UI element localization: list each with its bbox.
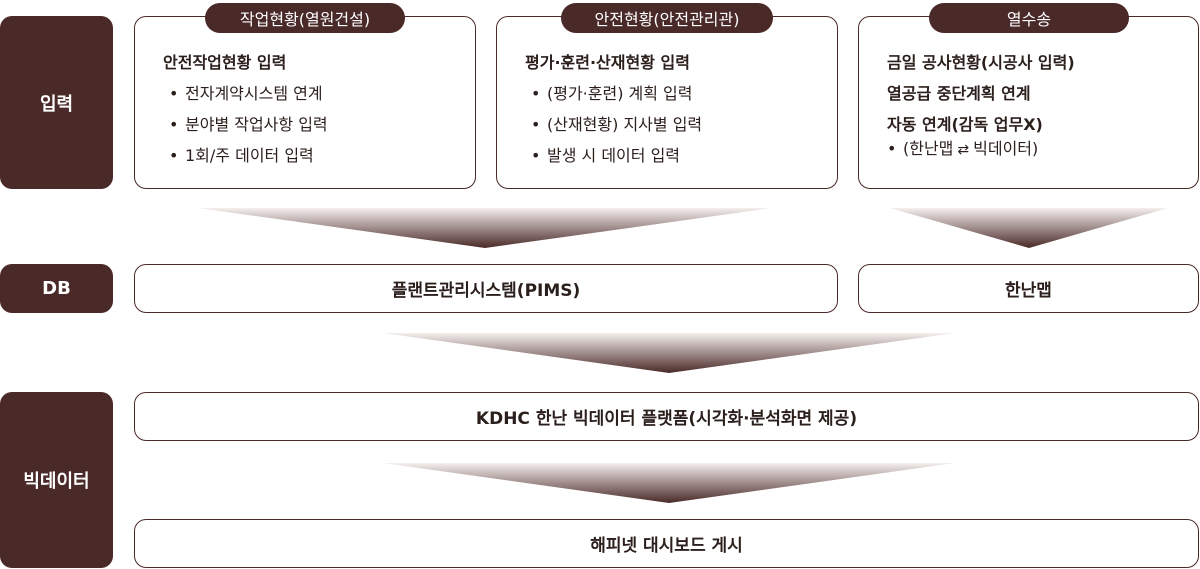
card-bullet: • 발생 시 데이터 입력 [525,144,827,168]
funnel-arrow-to-dashboard [383,463,955,503]
side-label-db-text: DB [42,278,71,299]
card-title: 안전작업현황 입력 [163,53,287,72]
card-bullet-text: 전자계약시스템 연계 [185,84,323,103]
bullet-dot-icon: • [531,115,541,134]
card-tab-label: 열수송 [1006,10,1052,29]
card-bullet: • 전자계약시스템 연계 [163,82,465,106]
side-label-bigdata: 빅데이터 [0,392,113,568]
card-title: 평가·훈련·산재현황 입력 [525,53,690,72]
bullet-dot-icon: • [169,146,179,165]
card-bullet: • (평가·훈련) 계획 입력 [525,82,827,106]
card-line: 금일 공사현황(시공사 입력) [887,53,1075,72]
card-line: 열공급 중단계획 연계 [887,84,1031,103]
card-bullet-text-left: (한난맵 [903,139,954,158]
card-tab-label: 안전현황(안전관리관) [594,10,740,29]
funnel-arrow-to-pims [198,208,772,248]
card-bullet: • (한난맵⇄빅데이터) [887,137,1188,162]
card-tab-work-status: 작업현황(열원건설) [205,3,405,33]
db-pims-box: 플랜트관리시스템(PIMS) [134,264,838,313]
sync-arrows-icon: ⇄ [957,142,970,158]
bigdata-platform-label: KDHC 한난 빅데이터 플랫폼(시각화·분석화면 제공) [475,409,858,429]
dashboard-label: 해피넷 대시보드 게시 [590,536,743,556]
card-bullet: • (산재현황) 지사별 입력 [525,113,827,137]
funnel-arrow-to-bigdata [383,333,955,373]
db-pims-label: 플랜트관리시스템(PIMS) [391,281,581,301]
card-bullet-text: 분야별 작업사항 입력 [185,115,328,134]
dashboard-box: 해피넷 대시보드 게시 [134,519,1199,568]
card-tab-heat-transport: 열수송 [929,3,1129,33]
side-label-db: DB [0,264,113,313]
card-bullet: • 1회/주 데이터 입력 [163,144,465,168]
side-label-bigdata-text: 빅데이터 [23,471,90,492]
funnel-arrow-to-hannanmap [890,208,1168,248]
input-card-work-status: 작업현황(열원건설) 안전작업현황 입력 • 전자계약시스템 연계 • 분야별 작업… [134,3,476,189]
card-bullet-text: 발생 시 데이터 입력 [547,146,681,165]
db-hannanmap-box: 한난맵 [858,264,1199,313]
card-bullet: • 분야별 작업사항 입력 [163,113,465,137]
side-label-input-text: 입력 [39,93,74,115]
bullet-dot-icon: • [887,139,897,158]
bullet-dot-icon: • [531,146,541,165]
card-line: 자동 연계(감독 업무X) [887,115,1043,134]
input-card-safety-status: 안전현황(안전관리관) 평가·훈련·산재현황 입력 • (평가·훈련) 계획 입력… [496,3,838,189]
db-hannanmap-label: 한난맵 [1005,281,1052,301]
bullet-dot-icon: • [169,115,179,134]
card-bullet-text-right: 빅데이터) [973,139,1039,158]
card-bullet-text: (평가·훈련) 계획 입력 [547,84,693,103]
bullet-dot-icon: • [531,84,541,103]
side-label-input: 입력 [0,16,113,189]
input-card-heat-transport: 열수송 금일 공사현황(시공사 입력) 열공급 중단계획 연계 자동 연계(감독… [858,3,1199,189]
card-tab-safety-status: 안전현황(안전관리관) [561,3,773,33]
bigdata-platform-box: KDHC 한난 빅데이터 플랫폼(시각화·분석화면 제공) [134,392,1199,441]
bullet-dot-icon: • [169,84,179,103]
card-bullet-text: 1회/주 데이터 입력 [185,146,314,165]
card-tab-label: 작업현황(열원건설) [239,10,371,29]
card-bullet-text: (산재현황) 지사별 입력 [547,115,703,134]
